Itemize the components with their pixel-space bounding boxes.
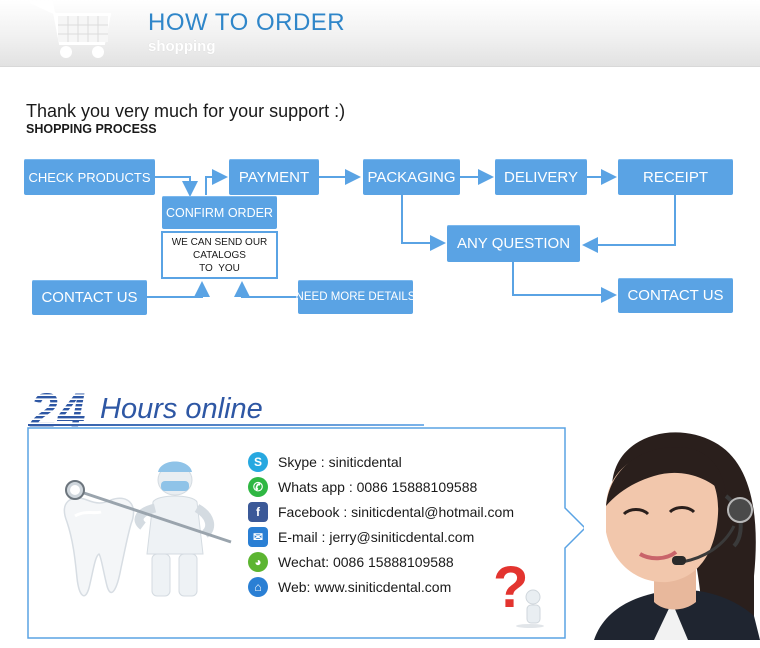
- dentist-tooth-illustration: [63, 461, 232, 597]
- contact-text: Wechat: 0086 15888109588: [278, 554, 454, 570]
- hours-underline: [28, 424, 424, 426]
- contact-text: Facebook : siniticdental@hotmail.com: [278, 504, 514, 520]
- packaging-step: PACKAGING: [363, 159, 460, 195]
- whatsapp-icon: ✆: [248, 477, 268, 497]
- page-subtitle: shopping: [148, 38, 216, 55]
- any-question-step: ANY QUESTION: [447, 225, 580, 262]
- contact-item-whatsapp: ✆ Whats app : 0086 15888109588: [248, 477, 514, 497]
- catalog-note-line: WE CAN SEND OUR: [171, 236, 268, 248]
- catalog-note-line: TO YOU: [199, 262, 240, 274]
- facebook-icon: f: [248, 502, 268, 522]
- question-mark-figure: ?: [493, 555, 544, 628]
- flow-connectors: [147, 169, 676, 303]
- contact-item-skype: S Skype : siniticdental: [248, 452, 514, 472]
- svg-text:?: ?: [493, 555, 528, 620]
- need-more-details-step: NEED MORE DETAILS: [296, 280, 415, 314]
- receipt-step: RECEIPT: [618, 159, 733, 195]
- contact-text: Whats app : 0086 15888109588: [278, 479, 478, 495]
- support-agent-photo: [584, 426, 760, 640]
- contact-us-right-step: CONTACT US: [618, 278, 733, 313]
- process-heading: SHOPPING PROCESS: [26, 122, 157, 136]
- catalog-note: WE CAN SEND OUR CATALOGS TO YOU: [161, 231, 278, 279]
- contact-item-email: ✉ E-mail : jerry@siniticdental.com: [248, 527, 514, 547]
- thanks-text: Thank you very much for your support :): [26, 101, 346, 121]
- contact-item-facebook: f Facebook : siniticdental@hotmail.com: [248, 502, 514, 522]
- catalog-note-line: CATALOGS: [193, 249, 246, 261]
- contact-text: Web: www.siniticdental.com: [278, 579, 452, 595]
- header-banner: HOW TO ORDER shopping: [0, 0, 760, 67]
- wechat-icon: ◕: [248, 552, 268, 572]
- skype-icon: S: [248, 452, 268, 472]
- payment-step: PAYMENT: [229, 159, 319, 195]
- contact-text: E-mail : jerry@siniticdental.com: [278, 529, 475, 545]
- confirm-order-step: CONFIRM ORDER: [162, 196, 277, 229]
- contact-list: S Skype : siniticdental ✆ Whats app : 00…: [248, 452, 514, 597]
- hours-online-title: Hours online: [100, 393, 263, 425]
- page-title: HOW TO ORDER: [148, 9, 346, 36]
- home-icon: ⌂: [248, 577, 268, 597]
- delivery-step: DELIVERY: [495, 159, 587, 195]
- email-icon: ✉: [248, 527, 268, 547]
- contact-item-web: ⌂ Web: www.siniticdental.com: [248, 577, 514, 597]
- check-products-step: CHECK PRODUCTS: [24, 159, 155, 195]
- contact-us-left-step: CONTACT US: [32, 280, 147, 315]
- shopping-cart-icon: [30, 0, 112, 58]
- contact-text: Skype : siniticdental: [278, 454, 402, 470]
- contact-item-wechat: ◕ Wechat: 0086 15888109588: [248, 552, 514, 572]
